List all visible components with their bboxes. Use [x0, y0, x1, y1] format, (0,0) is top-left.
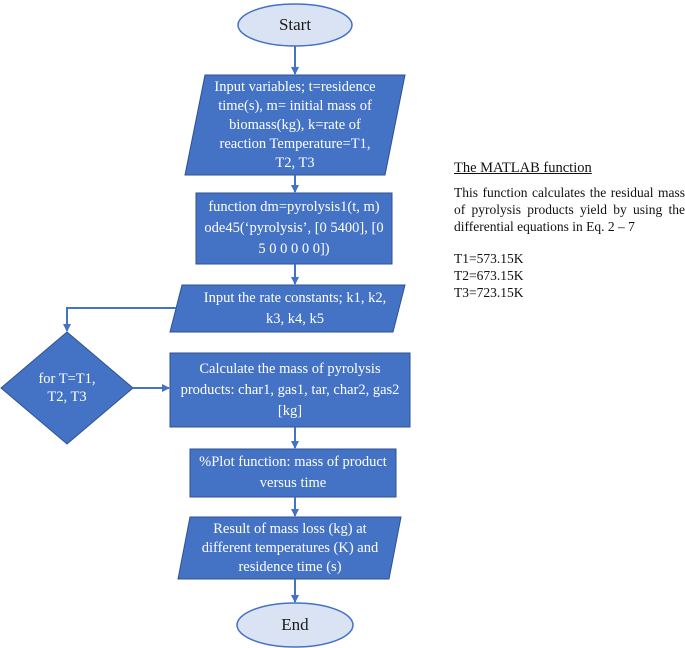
temperature-t2: T2=673.15K — [454, 268, 524, 283]
plot-step-box — [189, 448, 397, 498]
input-variables-label: Input variables; t=residence time(s), m=… — [214, 78, 376, 171]
connector-rate-to-loop — [63, 307, 176, 332]
temperature-t3: T3=723.15K — [454, 285, 524, 300]
loop-condition-label: for T=T1, T2, T3 — [38, 371, 96, 405]
rate-constants-label: Input the rate constants; k1, k2, k3, k4… — [203, 289, 387, 327]
calculate-step-label: Calculate the mass of pyrolysis products… — [180, 360, 400, 419]
function-step-label: function dm=pyrolysis1(t, m) ode45(‘pyro… — [204, 199, 384, 257]
temperature-t1: T1=573.15K — [454, 251, 524, 266]
matlab-function-description: This function calculates the residual ma… — [454, 185, 685, 234]
plot-step-label: %Plot function: mass of product versus t… — [199, 454, 387, 491]
matlab-function-note: The MATLAB function This function calcul… — [454, 160, 685, 301]
loop-decision-diamond — [0, 331, 134, 445]
result-step-label: Result of mass loss (kg) at different te… — [201, 520, 379, 575]
end-label: End — [281, 615, 309, 634]
rate-constants-parallelogram — [169, 284, 406, 333]
result-parallelogram — [177, 516, 402, 580]
calculate-step-box — [169, 352, 411, 428]
start-label: Start — [278, 15, 312, 34]
input-variables-parallelogram — [184, 74, 406, 176]
matlab-function-title: The MATLAB function — [454, 160, 592, 176]
end-terminal — [236, 602, 354, 648]
function-step-box — [195, 192, 393, 265]
